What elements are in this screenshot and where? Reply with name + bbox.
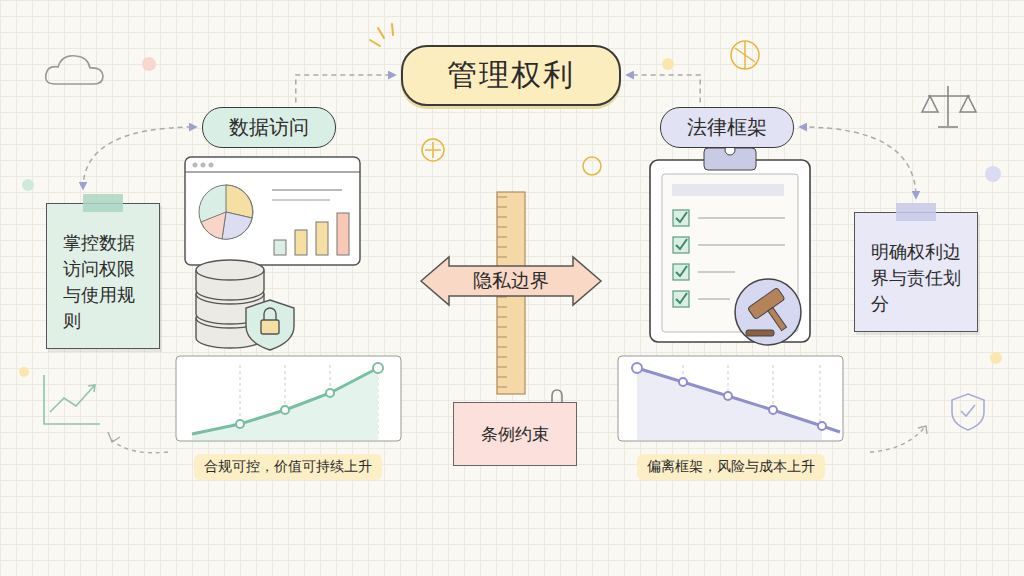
- clipboard: [650, 145, 810, 345]
- dot: [990, 352, 1002, 364]
- node-text: 偏离框架，风险与成本上升: [647, 458, 815, 476]
- note-card: 条例约束: [453, 402, 577, 466]
- dashed-connector: [627, 75, 700, 103]
- doodle-arrowhead: [918, 426, 927, 434]
- node-text: 条例约束: [481, 423, 549, 446]
- cloud-icon: [46, 56, 103, 84]
- sparkle: [370, 24, 393, 46]
- node-text: 管理权利: [447, 55, 575, 96]
- double-arrow: 隐私边界: [419, 255, 603, 307]
- title-pill: 管理权利: [401, 45, 621, 106]
- category-pill: 法律框架: [660, 107, 794, 148]
- sticky-note: 明确权利边界与责任划分: [854, 212, 978, 332]
- dot: [985, 166, 1001, 182]
- node-text: 法律框架: [687, 114, 767, 141]
- falling-chart: [618, 356, 843, 441]
- shield-icon: [952, 394, 984, 430]
- sticky-note: 掌控数据访问权限与使用规则: [46, 203, 160, 349]
- dot: [662, 58, 674, 70]
- dashed-connector: [296, 75, 395, 103]
- node-text: 隐私边界: [473, 268, 549, 294]
- node-text: 数据访问: [229, 114, 309, 141]
- chart-icon: [44, 375, 100, 424]
- dot: [142, 57, 156, 71]
- category-pill: 数据访问: [202, 107, 336, 148]
- tape: [83, 194, 123, 212]
- tape: [896, 203, 936, 221]
- dot: [19, 367, 29, 377]
- caption-band: 偏离框架，风险与成本上升: [637, 454, 825, 480]
- rising-chart: [176, 356, 401, 441]
- database-icon: [196, 260, 294, 350]
- node-text: 明确权利边界与责任划分: [871, 239, 961, 317]
- caption-band: 合规可控，价值可持续上升: [194, 454, 382, 480]
- scale-icon: [922, 86, 976, 127]
- dashboard-window: [185, 157, 360, 265]
- node-text: 合规可控，价值可持续上升: [204, 458, 372, 476]
- dashed-connector: [800, 127, 916, 198]
- node-text: 掌控数据访问权限与使用规则: [63, 230, 143, 334]
- dot: [22, 179, 34, 191]
- doodle-arrowhead: [108, 432, 120, 442]
- dashed-connector: [83, 127, 196, 189]
